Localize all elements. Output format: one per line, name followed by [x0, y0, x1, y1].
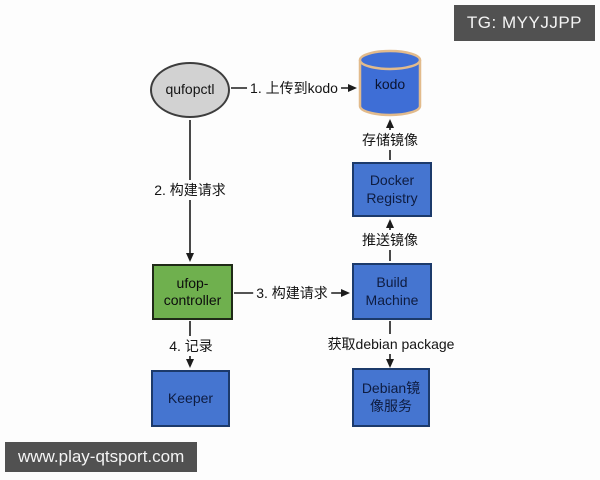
edge-label-upload-to-kodo: 1. 上传到kodo — [247, 78, 341, 98]
arrowhead-down-icon — [386, 359, 394, 368]
database-cylinder-icon — [358, 49, 422, 117]
arrowhead-right-icon — [341, 289, 350, 297]
arrowhead-up-icon — [386, 119, 394, 128]
arrowhead-down-icon — [186, 359, 194, 368]
node-debian-mirror: Debian镜像服务 — [352, 368, 430, 427]
node-qufopctl: qufopctl — [150, 62, 230, 118]
arrowhead-up-icon — [386, 219, 394, 228]
node-build-machine: Build Machine — [352, 263, 432, 320]
arrowhead-down-icon — [186, 253, 194, 262]
node-kodo-label: kodo — [374, 76, 406, 92]
watermark-top-right: TG: MYYJJPP — [453, 5, 595, 41]
edge-label-push-image: 推送镜像 — [359, 230, 421, 250]
edge-label-store-image: 存储镜像 — [359, 130, 421, 150]
node-keeper: Keeper — [151, 370, 230, 427]
edge-label-get-debian-package: 获取debian package — [324, 334, 458, 354]
arrowhead-right-icon — [348, 84, 357, 92]
node-docker-registry: Docker Registry — [352, 162, 432, 217]
node-kodo: kodo — [358, 49, 422, 117]
edge-label-build-request-3: 3. 构建请求 — [253, 283, 331, 303]
edge-label-record: 4. 记录 — [166, 336, 216, 356]
watermark-bottom-left: www.play-qtsport.com — [5, 442, 198, 472]
node-ufop-controller: ufop-controller — [152, 264, 233, 320]
edge-label-build-request: 2. 构建请求 — [151, 180, 229, 200]
